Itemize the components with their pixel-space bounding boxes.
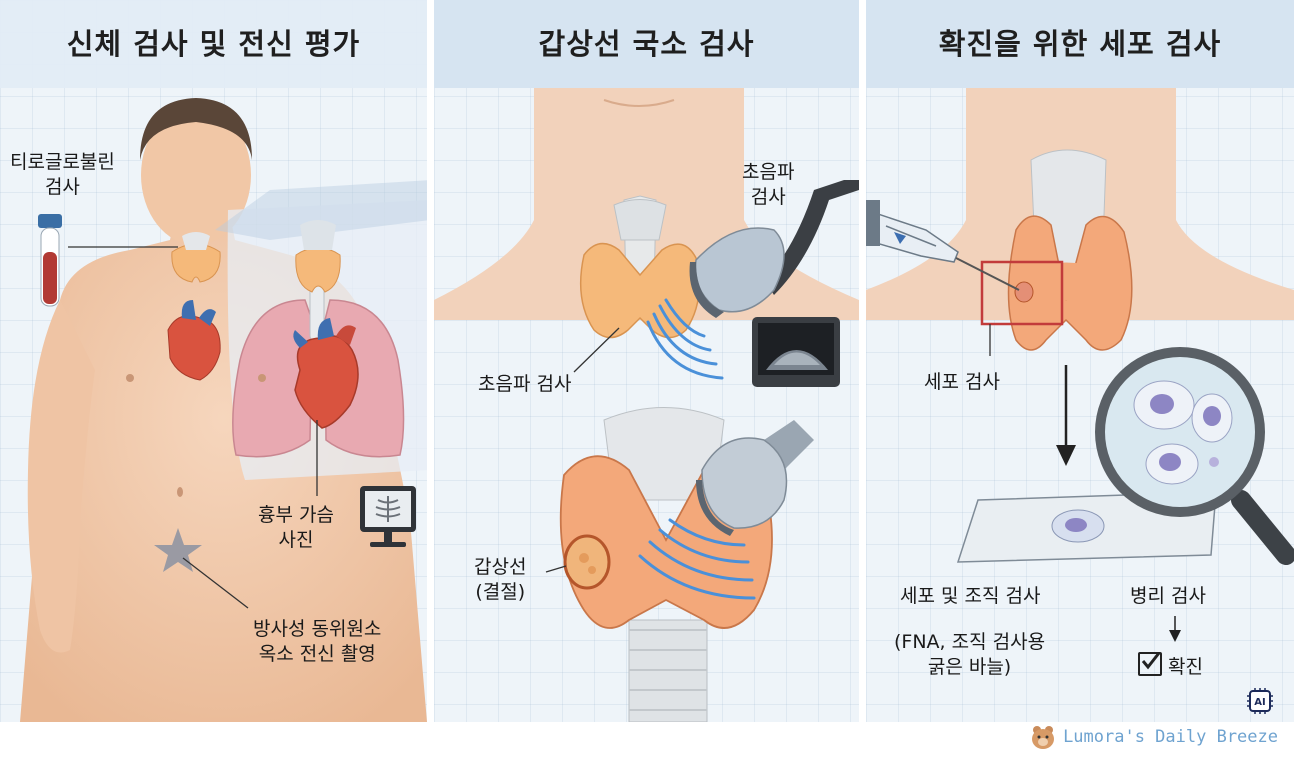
bear-logo-icon	[1032, 726, 1055, 749]
panel-title: 신체 검사 및 전신 평가	[0, 0, 427, 88]
left-lung	[232, 299, 313, 458]
ultrasound-probe	[694, 227, 785, 313]
biopsy-illustration	[866, 88, 1294, 642]
panel-cytology: 확진을 위한 세포 검사 세포 검사 세포 및 조직 검사 (FNA, 조직 검…	[866, 0, 1294, 722]
magnifier-icon	[1095, 347, 1265, 517]
credit-watermark: Lumora's Daily Breeze	[1029, 724, 1278, 750]
ultrasound-probe-lower	[701, 437, 788, 529]
star-icon	[154, 528, 202, 572]
checkbox-icon	[1138, 652, 1162, 676]
svg-text:AI: AI	[1254, 697, 1265, 708]
thyroid	[1007, 215, 1133, 351]
body-illustration	[20, 98, 427, 722]
head	[141, 105, 251, 245]
confirm-label: 확진	[1138, 652, 1203, 680]
thyroid-upper	[579, 242, 701, 339]
thyroid-ultrasound-illustration	[434, 88, 859, 722]
ultrasound-monitor-icon	[752, 317, 840, 387]
tissue-exam-label: 세포 및 조직 검사	[900, 585, 1041, 607]
biopsy-target-box	[980, 260, 1064, 326]
pathology-label: 병리 검사	[1130, 585, 1206, 607]
cytology-label: 세포 검사	[924, 371, 1000, 393]
heart-xray	[294, 335, 359, 429]
panel-title: 확진을 위한 세포 검사	[866, 0, 1294, 88]
nodule-label: 갑상선(결절)	[474, 556, 527, 603]
needle-syringe-icon	[866, 200, 1020, 291]
xray-monitor-icon	[360, 486, 416, 547]
ultrasound-label: 초음파 검사	[478, 373, 572, 395]
test-tube-icon	[38, 214, 62, 307]
ai-badge-icon: AI	[1247, 688, 1273, 714]
panel-title: 갑상선 국소 검사	[434, 0, 859, 88]
